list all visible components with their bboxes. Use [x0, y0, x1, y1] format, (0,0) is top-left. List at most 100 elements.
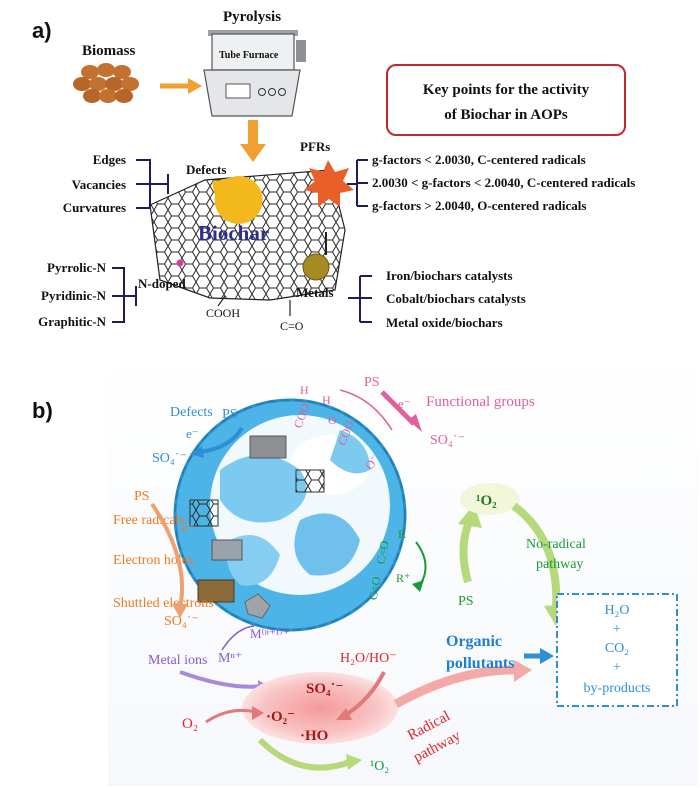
cooh-label: COOH: [206, 306, 240, 320]
key-points-line2: of Biochar in AOPs: [444, 107, 568, 123]
products-arrow-head-icon: [540, 648, 554, 664]
product-co2: CO₂: [605, 641, 629, 656]
pyridinic-label: Pyridinic-N: [41, 288, 107, 303]
fg-ominus: O⁻: [362, 452, 382, 472]
singlet-from-radical-arrow-icon: [257, 737, 352, 771]
fg-o: O: [328, 413, 337, 427]
n-doped-bracket: [112, 267, 137, 323]
fg-r: R: [398, 527, 406, 541]
superoxide-label: ·O₂⁻: [266, 709, 295, 725]
b-defects-ps: PS: [222, 407, 238, 422]
o2-arrow-icon: [205, 708, 257, 724]
b-fg-ps: PS: [364, 375, 380, 390]
fg-co2: C=O: [366, 575, 384, 601]
electron-holes-label: Electron holes: [113, 553, 193, 568]
defects-arrow-icon: [199, 426, 244, 454]
products-box: [556, 593, 678, 707]
defects-arrow-head-icon: [190, 446, 204, 458]
fg-h2: H: [322, 393, 331, 407]
g-factor-3: g-factors > 2.0040, O-centered radicals: [372, 198, 586, 213]
functional-sheet-icon: [295, 469, 325, 493]
fg-co: C=O: [374, 539, 392, 565]
h2o-arrow-head-icon: [336, 708, 352, 720]
free-radical-sheet-icon: [189, 499, 219, 527]
arrow-down-shaft-icon: [248, 120, 258, 146]
metals-bracket: [348, 275, 372, 323]
no-radical-line1: No-radical: [526, 537, 586, 552]
iron-label: Iron/biochars catalysts: [386, 268, 513, 283]
metal-n-label: Mⁿ⁺: [218, 651, 242, 666]
non-radical-arrow-icon: [511, 502, 561, 611]
edges-label: Edges: [93, 152, 126, 167]
o2-label: O₂: [182, 716, 198, 732]
tube-furnace-icon: [203, 30, 306, 117]
defect-vacancy-icon: [212, 175, 263, 224]
cobalt-label: Cobalt/biochars catalysts: [386, 291, 526, 306]
b-radical-so4: SO₄˙⁻: [306, 681, 343, 697]
metal-arrow-icon: [179, 670, 263, 689]
co-label: C=O: [280, 319, 304, 333]
metal-ion-site-icon: [244, 593, 271, 619]
pyrrolic-label: Pyrrolic-N: [47, 260, 107, 275]
metal-particle-icon: [302, 253, 330, 281]
o2-arrow-head-icon: [252, 706, 264, 720]
metals-label: Metals: [296, 285, 334, 300]
b-fg-so4: SO₄˙⁻: [430, 433, 465, 448]
h2o-ho-label: H₂O/HO⁻: [340, 651, 397, 666]
product-plus-2: +: [613, 660, 621, 675]
b-fr-electron: e⁻: [182, 520, 195, 535]
cooh-bond: [217, 295, 226, 307]
defects-label: Defects: [186, 162, 226, 177]
singlet-radical-arrow-head-icon: [346, 754, 362, 770]
organic-line1: Organic: [446, 633, 502, 650]
defect-sheet-icon: [249, 435, 287, 459]
b-nr-ps: PS: [458, 594, 474, 609]
metal-ions-label: Metal ions: [148, 653, 208, 668]
radical-pathway-arrow-icon: [393, 665, 521, 708]
b-defects-so4: SO₄˙⁻: [152, 451, 187, 466]
porous-biochar-sphere: [173, 398, 407, 632]
biomass-pellets-icon: [73, 63, 139, 103]
shuttled-electron-icon: [197, 579, 235, 603]
biochar-label: Biochar: [198, 221, 269, 245]
singlet-o2-glow: [460, 483, 520, 515]
fg-h1: H: [300, 383, 309, 397]
n-doped-label: N-doped: [138, 276, 186, 291]
product-byproducts: by-products: [584, 681, 651, 696]
arrow-head-icon: [188, 78, 202, 94]
product-h2o: H₂O: [604, 603, 629, 618]
fg-arrow-head-icon: [408, 414, 422, 432]
b-defects-label: Defects: [170, 405, 213, 420]
hydroxyl-label: ·HO: [300, 728, 328, 744]
electron-hole-icon: [211, 539, 243, 561]
key-points-line1: Key points for the activity: [423, 82, 590, 98]
free-radical-arrow-icon: [150, 502, 185, 609]
n-dopant-icon: [176, 259, 184, 267]
vacancies-label: Vacancies: [72, 177, 126, 192]
panel-b: b) Defects PS e⁻ SO₄˙⁻ PS e⁻ Functional …: [32, 350, 698, 786]
product-plus-1: +: [613, 622, 621, 637]
carbonyl-arrow-head-icon: [412, 580, 424, 592]
free-radical-arrow-head-icon: [172, 604, 188, 618]
graphitic-label: Graphitic-N: [38, 314, 106, 329]
biomass-label: Biomass: [82, 43, 136, 59]
pfrs-label: PFRs: [300, 139, 330, 154]
defects-bracket: [136, 159, 169, 209]
b-defects-electron: e⁻: [186, 426, 199, 441]
metal-n1-label: M⁽ⁿ⁺¹⁾⁺: [250, 626, 290, 641]
b-fr-so4: SO₄˙⁻: [164, 614, 199, 629]
pyrolysis-label: Pyrolysis: [223, 9, 281, 25]
pfr-radical-icon: [304, 160, 354, 207]
tube-furnace-label: Tube Furnace: [219, 50, 279, 61]
b-fr-ps: PS: [134, 489, 150, 504]
organic-line2: pollutants: [446, 655, 514, 672]
panel-b-label: b): [32, 398, 53, 423]
g-factor-1: g-factors < 2.0030, C-centered radicals: [372, 152, 586, 167]
radical-species-glow: [242, 672, 398, 744]
pfrs-bracket: [347, 159, 368, 207]
fg-curve-icon: [339, 389, 393, 431]
functional-groups-label: Functional groups: [426, 394, 535, 410]
arrow-down-head-icon: [240, 144, 266, 162]
panel-a: a) Biomass Pyrolysis: [32, 9, 635, 333]
